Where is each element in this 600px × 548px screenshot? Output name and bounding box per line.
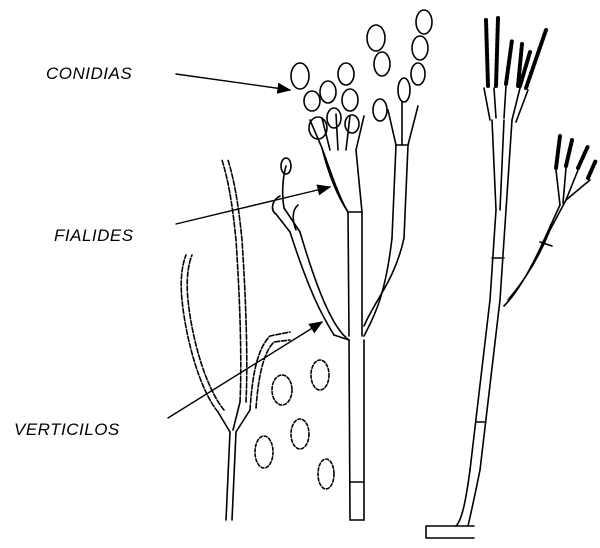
arrow-fialides: [176, 187, 330, 224]
left-conidiophore: [181, 160, 290, 520]
label-fialides: FIALIDES: [54, 226, 134, 246]
arrow-conidias: [176, 74, 290, 90]
label-conidias: CONIDIAS: [46, 64, 132, 84]
arrow-verticilos: [168, 322, 322, 418]
free-conidia: [255, 360, 334, 489]
leader-arrows: [168, 74, 330, 418]
right-conidiophore: [426, 18, 596, 538]
main-conidiophore: [273, 10, 432, 520]
label-verticilos: VERTICILOS: [14, 420, 120, 440]
